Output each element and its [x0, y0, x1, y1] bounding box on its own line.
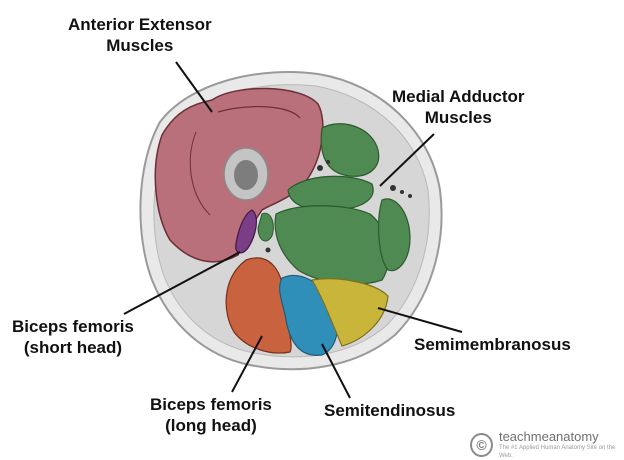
vessel-dot	[400, 190, 404, 194]
vessel-dot	[317, 165, 323, 171]
leader-line-semimembranosus	[377, 307, 463, 333]
leader-line-biceps-short	[123, 251, 241, 315]
gracilis	[378, 198, 411, 272]
vessel-dot	[390, 185, 396, 191]
label-medial-line-1: Medial Adductor	[392, 87, 525, 106]
watermark: © teachmeanatomy The #1 Applied Human An…	[470, 430, 624, 460]
label-semimembranosus: Semimembranosus	[414, 335, 571, 354]
label-biceps-long-line-1: Biceps femoris	[150, 395, 272, 414]
label-semitendinosus: Semitendinosus	[324, 401, 456, 420]
label-biceps-femoris-long: Biceps femoris (long head)	[150, 394, 272, 436]
leader-line-medial	[379, 133, 435, 187]
label-biceps-femoris-short: Biceps femoris (short head)	[12, 316, 134, 358]
vessel-dot	[326, 160, 330, 164]
biceps-femoris-long-head	[225, 257, 292, 354]
leader-line-semitendinosus	[321, 343, 351, 399]
leader-line-biceps-long	[231, 335, 263, 393]
watermark-text: teachmeanatomy The #1 Applied Human Anat…	[499, 430, 624, 460]
vessel-dot	[408, 194, 412, 198]
rectus-femoris-outline	[217, 106, 301, 119]
watermark-tagline: The #1 Applied Human Anatomy Site on the…	[498, 445, 616, 459]
label-medial-adductor: Medial Adductor Muscles	[392, 86, 525, 128]
sartorius	[257, 212, 274, 242]
semimembranosus-muscle	[311, 278, 389, 347]
copyright-logo-icon: ©	[470, 433, 493, 457]
vastus-division-line	[189, 131, 211, 216]
label-biceps-short-line-1: Biceps femoris	[12, 317, 134, 336]
label-medial-line-2: Muscles	[424, 108, 492, 127]
femur-marrow	[234, 160, 258, 190]
label-biceps-short-line-2: (short head)	[23, 338, 123, 357]
leader-line-anterior	[175, 61, 213, 113]
label-biceps-long-line-2: (long head)	[165, 416, 257, 435]
label-anterior-line-2: Muscles	[106, 36, 174, 55]
adductor-magnus	[274, 205, 390, 285]
watermark-name: teachmeanatomy	[498, 429, 599, 444]
label-anterior-extensor: Anterior Extensor Muscles	[68, 14, 212, 56]
label-anterior-line-1: Anterior Extensor	[68, 15, 212, 34]
vessel-dot	[265, 247, 271, 253]
